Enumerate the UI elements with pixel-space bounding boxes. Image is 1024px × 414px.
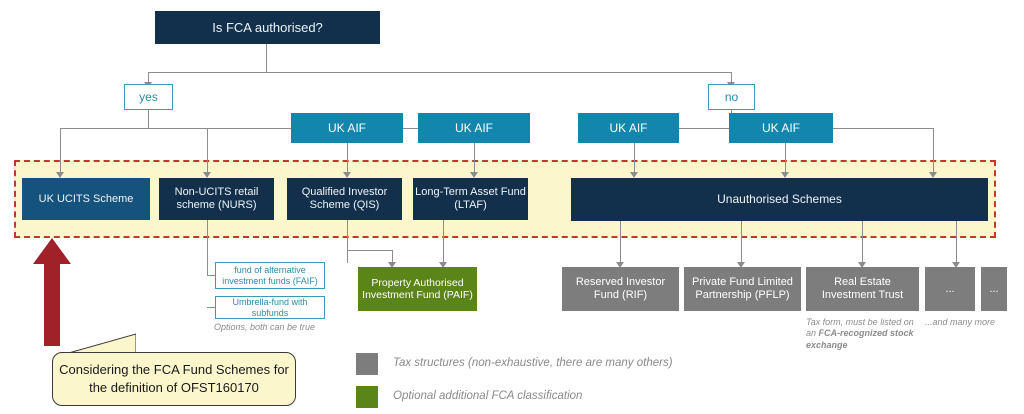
scheme-box-qis[interactable]: Qualified Investor Scheme (QIS) bbox=[287, 178, 402, 220]
connector-title-bus bbox=[148, 72, 732, 73]
connector-to-no bbox=[731, 72, 732, 84]
callout-label: Considering the FCA Fund Schemes for the… bbox=[59, 362, 289, 395]
scheme-box-nurs[interactable]: Non-UCITS retail scheme (NURS) bbox=[159, 178, 274, 220]
scheme-box-uk-ucits[interactable]: UK UCITS Scheme bbox=[22, 178, 150, 220]
scheme-label-unauthorised: Unauthorised Schemes bbox=[717, 192, 842, 207]
tax-label-more-2: ... bbox=[989, 282, 999, 295]
scheme-label-uk-ucits: UK UCITS Scheme bbox=[38, 192, 134, 205]
connector-aif3-down bbox=[634, 143, 635, 176]
connector-title-down bbox=[266, 44, 267, 72]
uk-aif-label-2: UK AIF bbox=[454, 120, 493, 135]
decision-box-is-fca-authorised[interactable]: Is FCA authorised? bbox=[155, 11, 380, 44]
uk-aif-box-3[interactable]: UK AIF bbox=[578, 113, 679, 143]
emphasis-arrow-icon bbox=[33, 238, 71, 346]
connector-unauth-rif bbox=[620, 221, 621, 266]
branch-yes-label: yes bbox=[139, 89, 158, 104]
connector-unauth-pflp bbox=[741, 221, 742, 266]
connector-to-ucits bbox=[60, 128, 61, 176]
tax-box-pflp[interactable]: Private Fund Limited Partnership (PFLP) bbox=[684, 267, 801, 311]
tax-label-more-1: ... bbox=[945, 282, 955, 295]
arrowhead-nurs bbox=[203, 172, 211, 178]
branch-no-label: no bbox=[724, 89, 739, 104]
connector-yes-down bbox=[148, 110, 149, 128]
scheme-label-ltaf: Long-Term Asset Fund (LTAF) bbox=[415, 186, 526, 211]
uk-aif-label-3: UK AIF bbox=[609, 120, 648, 135]
callout-box[interactable]: Considering the FCA Fund Schemes for the… bbox=[52, 352, 296, 406]
connector-paif-in-1 bbox=[392, 250, 393, 266]
option-label-faif: fund of alternative investment funds (FA… bbox=[222, 264, 318, 286]
arrowhead-unauth-2 bbox=[781, 172, 789, 178]
connector-nurs-umbrella bbox=[207, 307, 215, 308]
connector-ltaf-paif bbox=[443, 220, 444, 266]
connector-yes-to-aif1 bbox=[207, 128, 291, 129]
arrowhead-unauth-1 bbox=[630, 172, 638, 178]
uk-aif-label-1: UK AIF bbox=[327, 120, 366, 135]
connector-to-nurs bbox=[207, 128, 208, 176]
arrowhead-paif-1 bbox=[388, 262, 396, 268]
connector-qis-down bbox=[347, 220, 348, 263]
connector-unauth-reit bbox=[862, 221, 863, 266]
legend-swatch-optional-classification bbox=[356, 386, 378, 408]
connector-nurs-down bbox=[207, 220, 208, 275]
reit-footnote-lead: Tax form, must be listed on an bbox=[806, 317, 914, 339]
legend-label-optional-classification: Optional additional FCA classification bbox=[393, 390, 583, 402]
option-label-umbrella-fund: Umbrella-fund with subfunds bbox=[232, 296, 308, 318]
branch-box-yes[interactable]: yes bbox=[124, 84, 173, 110]
arrowhead-paif-2 bbox=[439, 262, 447, 268]
arrowhead-qis bbox=[343, 172, 351, 178]
arrowhead-more bbox=[952, 262, 960, 268]
nurs-options-caption: Options, both can be true bbox=[213, 322, 316, 332]
connector-aif4-right-down bbox=[933, 128, 934, 176]
connector-aif1-aif2 bbox=[403, 128, 418, 129]
reit-footnote: Tax form, must be listed on an FCA-recog… bbox=[806, 317, 914, 351]
connector-aif1-down bbox=[347, 143, 348, 176]
tax-label-reit: Real Estate Investment Trust bbox=[821, 276, 904, 301]
connector-aif4-right bbox=[833, 128, 933, 129]
tax-box-rif[interactable]: Reserved Investor Fund (RIF) bbox=[562, 267, 679, 311]
arrowhead-ltaf bbox=[470, 172, 478, 178]
arrowhead-unauth-3 bbox=[929, 172, 937, 178]
callout-tail bbox=[57, 333, 136, 356]
legend-label-tax-structures: Tax structures (non-exhaustive, there ar… bbox=[393, 357, 673, 369]
connector-unauth-more bbox=[956, 221, 957, 266]
uk-aif-label-4: UK AIF bbox=[761, 120, 800, 135]
option-box-faif[interactable]: fund of alternative investment funds (FA… bbox=[215, 262, 325, 289]
connector-aif4-down bbox=[785, 143, 786, 176]
connector-no-down bbox=[731, 110, 732, 113]
connector-aif2-down bbox=[474, 143, 475, 176]
classification-label-paif: Property Authorised Investment Fund (PAI… bbox=[362, 276, 473, 301]
reit-footnote-bold: FCA-recognized stock exchange bbox=[806, 328, 914, 350]
arrowhead-pflp bbox=[737, 262, 745, 268]
branch-box-no[interactable]: no bbox=[708, 84, 755, 110]
scheme-box-unauthorised[interactable]: Unauthorised Schemes bbox=[571, 178, 988, 221]
uk-aif-box-4[interactable]: UK AIF bbox=[729, 113, 833, 143]
scheme-box-ltaf[interactable]: Long-Term Asset Fund (LTAF) bbox=[413, 178, 528, 220]
arrowhead-reit bbox=[858, 262, 866, 268]
connector-aif3-aif4 bbox=[679, 128, 729, 129]
scheme-label-nurs: Non-UCITS retail scheme (NURS) bbox=[174, 186, 259, 211]
tax-label-rif: Reserved Investor Fund (RIF) bbox=[575, 276, 666, 301]
arrowhead-ucits bbox=[56, 172, 64, 178]
tax-label-pflp: Private Fund Limited Partnership (PFLP) bbox=[692, 276, 793, 301]
connector-yes-bus bbox=[60, 128, 290, 129]
classification-box-paif[interactable]: Property Authorised Investment Fund (PAI… bbox=[358, 267, 477, 311]
tax-box-more-1[interactable]: ... bbox=[925, 267, 975, 311]
uk-aif-box-1[interactable]: UK AIF bbox=[291, 113, 403, 143]
connector-qis-paif bbox=[347, 250, 392, 251]
arrowhead-rif bbox=[616, 262, 624, 268]
legend-swatch-tax-structures bbox=[356, 353, 378, 375]
tax-box-reit[interactable]: Real Estate Investment Trust bbox=[806, 267, 919, 311]
many-more-caption: ...and many more bbox=[925, 317, 996, 327]
connector-to-yes bbox=[148, 72, 149, 84]
uk-aif-box-2[interactable]: UK AIF bbox=[418, 113, 530, 143]
tax-box-more-2[interactable]: ... bbox=[981, 267, 1007, 311]
scheme-label-qis: Qualified Investor Scheme (QIS) bbox=[301, 186, 388, 211]
connector-nurs-faif bbox=[207, 275, 215, 276]
decision-box-label: Is FCA authorised? bbox=[212, 19, 323, 35]
option-box-umbrella-fund[interactable]: Umbrella-fund with subfunds bbox=[215, 296, 325, 319]
